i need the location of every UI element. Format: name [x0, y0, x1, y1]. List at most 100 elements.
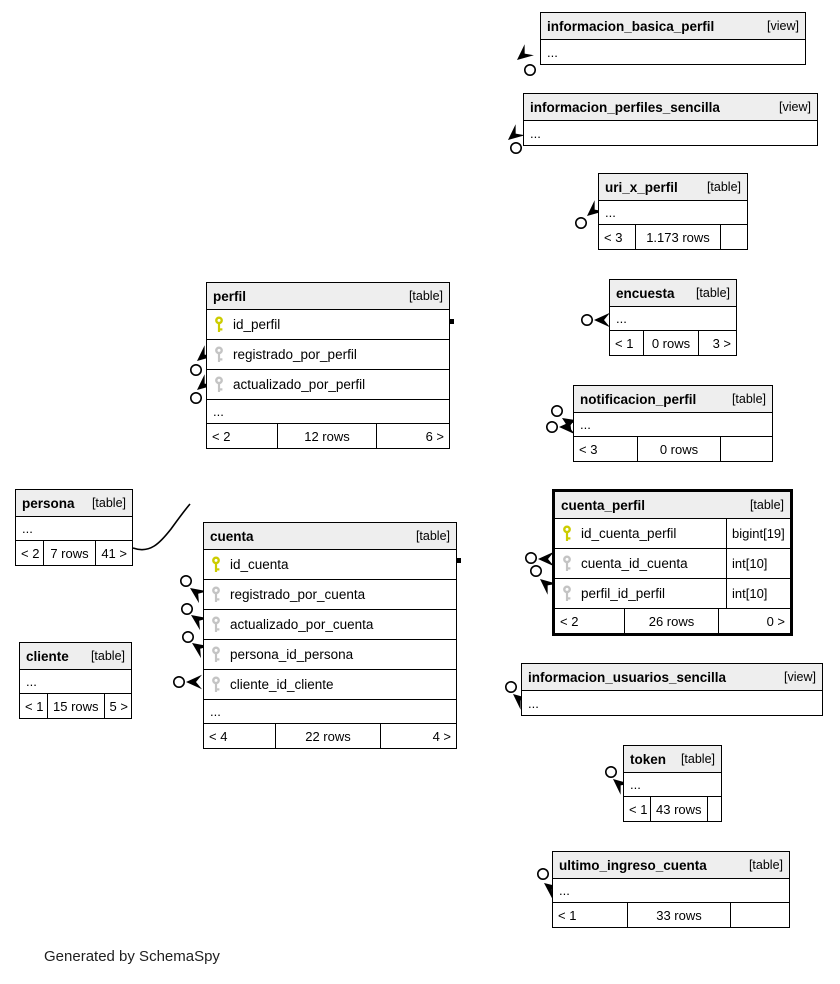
footer-row-count: 0 rows	[644, 331, 699, 355]
footer-parents-count: 5 >	[109, 698, 128, 714]
column-type: int[10]	[726, 549, 790, 578]
footer-row-count: 1.173 rows	[636, 225, 721, 249]
table-kind-badge: [table]	[748, 858, 783, 872]
table-name: informacion_perfiles_sencilla	[530, 99, 720, 115]
table-box-informacion-basica-perfil[interactable]: informacion_basica_perfil [view] ...	[540, 12, 806, 65]
footer-parents-count: 6 >	[425, 428, 444, 444]
table-kind-badge: [table]	[680, 752, 715, 766]
ellipsis-row: ...	[204, 700, 456, 724]
foreign-key-icon	[210, 646, 222, 663]
ellipsis-row: ...	[207, 400, 449, 424]
footer-row-count: 33 rows	[628, 903, 731, 927]
table-name: perfil	[213, 288, 247, 304]
column-name: actualizado_por_cuenta	[230, 617, 374, 632]
table-name: cliente	[26, 648, 69, 664]
footer-parents-count: 0 >	[766, 613, 785, 629]
footer-children-count: < 4	[204, 724, 276, 748]
ellipsis-row: ...	[528, 695, 539, 711]
table-header: encuesta [table]	[610, 280, 736, 307]
footer-children-count: < 2	[16, 541, 44, 565]
table-name: cuenta	[210, 528, 254, 544]
table-name: notificacion_perfil	[580, 391, 697, 407]
table-box-cuenta-perfil-focus[interactable]: cuenta_perfil [table] id_cuenta_perfil b…	[552, 489, 793, 636]
table-footer: < 1 43 rows	[624, 797, 721, 821]
edge-stub-cuenta-id	[457, 558, 461, 563]
table-box-uri-x-perfil[interactable]: uri_x_perfil [table] ... < 3 1.173 rows	[598, 173, 748, 250]
column-type: int[10]	[726, 579, 790, 608]
footer-children-count: < 2	[207, 424, 278, 448]
connector-informacion-basica-perfil	[512, 44, 536, 77]
table-name: persona	[22, 495, 75, 511]
column-name: registrado_por_cuenta	[230, 587, 366, 602]
table-box-cuenta[interactable]: cuenta [table] id_cuenta registrado_por_…	[203, 522, 457, 749]
column-name: id_perfil	[233, 317, 281, 332]
footer-row-count: 0 rows	[638, 437, 721, 461]
primary-key-icon	[561, 525, 573, 542]
table-box-persona[interactable]: persona [table] ... < 2 7 rows 41 >	[15, 489, 133, 566]
column-row: cliente_id_cliente	[204, 670, 456, 700]
column-row: id_cuenta	[204, 550, 456, 580]
table-box-informacion-perfiles-sencilla[interactable]: informacion_perfiles_sencilla [view] ...	[523, 93, 818, 146]
table-box-encuesta[interactable]: encuesta [table] ... < 1 0 rows 3 >	[609, 279, 737, 356]
table-name: informacion_basica_perfil	[547, 18, 715, 34]
ellipsis-row: ...	[530, 125, 541, 141]
column-name: id_cuenta	[230, 557, 289, 572]
table-name: informacion_usuarios_sencilla	[528, 669, 727, 685]
table-kind-badge: [view]	[784, 670, 816, 684]
footer-children-count: < 1	[20, 694, 48, 718]
ellipsis-row: ...	[610, 307, 736, 331]
primary-key-icon	[213, 316, 225, 333]
column-row: registrado_por_cuenta	[204, 580, 456, 610]
footer-parents-count: 3 >	[712, 335, 731, 351]
table-box-perfil[interactable]: perfil [table] id_perfil registrado_por_…	[206, 282, 450, 449]
table-header: informacion_perfiles_sencilla [view]	[524, 94, 817, 121]
footer-children-count: < 1	[553, 903, 628, 927]
table-name: token	[630, 751, 667, 767]
connector-informacion-perfiles-sencilla	[503, 124, 525, 155]
edge-stub-perfil-id	[450, 319, 454, 324]
table-name: uri_x_perfil	[605, 179, 678, 195]
ellipsis-row: ...	[574, 413, 772, 437]
footer-parents-count	[721, 225, 747, 249]
column-type: bigint[19]	[726, 519, 790, 548]
column-row: id_perfil	[207, 310, 449, 340]
table-footer: < 3 0 rows	[574, 437, 772, 461]
table-footer: < 3 1.173 rows	[599, 225, 747, 249]
footer-parents-count	[731, 903, 789, 927]
table-box-ultimo-ingreso-cuenta[interactable]: ultimo_ingreso_cuenta [table] ... < 1 33…	[552, 851, 790, 928]
footer-parents-count	[721, 437, 772, 461]
table-footer: < 1 33 rows	[553, 903, 789, 927]
table-footer: < 2 26 rows 0 >	[555, 609, 790, 633]
table-box-notificacion-perfil[interactable]: notificacion_perfil [table] ... < 3 0 ro…	[573, 385, 773, 462]
table-box-token[interactable]: token [table] ... < 1 43 rows	[623, 745, 722, 822]
table-kind-badge: [table]	[90, 649, 125, 663]
column-row: registrado_por_perfil	[207, 340, 449, 370]
table-header: cuenta_perfil [table]	[555, 492, 790, 519]
ellipsis-row: ...	[16, 517, 132, 541]
table-header: cliente [table]	[20, 643, 131, 670]
table-kind-badge: [table]	[706, 180, 741, 194]
connector-cuenta-cliente	[173, 674, 202, 690]
foreign-key-icon	[210, 616, 222, 633]
table-header: token [table]	[624, 746, 721, 773]
connector-cuenta-perfil-cuenta-id	[524, 551, 554, 567]
footer-row-count: 43 rows	[651, 797, 708, 821]
connector-encuesta	[580, 312, 610, 328]
column-name: cliente_id_cliente	[230, 677, 334, 692]
column-name: id_cuenta_perfil	[581, 526, 677, 541]
table-footer: < 1 15 rows 5 >	[20, 694, 131, 718]
connector-notificacion-perfil-2	[545, 419, 575, 435]
table-box-informacion-usuarios-sencilla[interactable]: informacion_usuarios_sencilla [view] ...	[521, 663, 823, 716]
table-header: informacion_usuarios_sencilla [view]	[522, 664, 822, 691]
table-header: uri_x_perfil [table]	[599, 174, 747, 201]
foreign-key-icon	[210, 676, 222, 693]
footer-parents-count	[708, 797, 721, 821]
table-box-cliente[interactable]: cliente [table] ... < 1 15 rows 5 >	[19, 642, 132, 719]
table-footer: < 1 0 rows 3 >	[610, 331, 736, 355]
table-kind-badge: [table]	[749, 498, 784, 512]
foreign-key-icon	[213, 376, 225, 393]
footer-children-count: < 1	[610, 331, 644, 355]
table-header: notificacion_perfil [table]	[574, 386, 772, 413]
table-kind-badge: [view]	[767, 19, 799, 33]
